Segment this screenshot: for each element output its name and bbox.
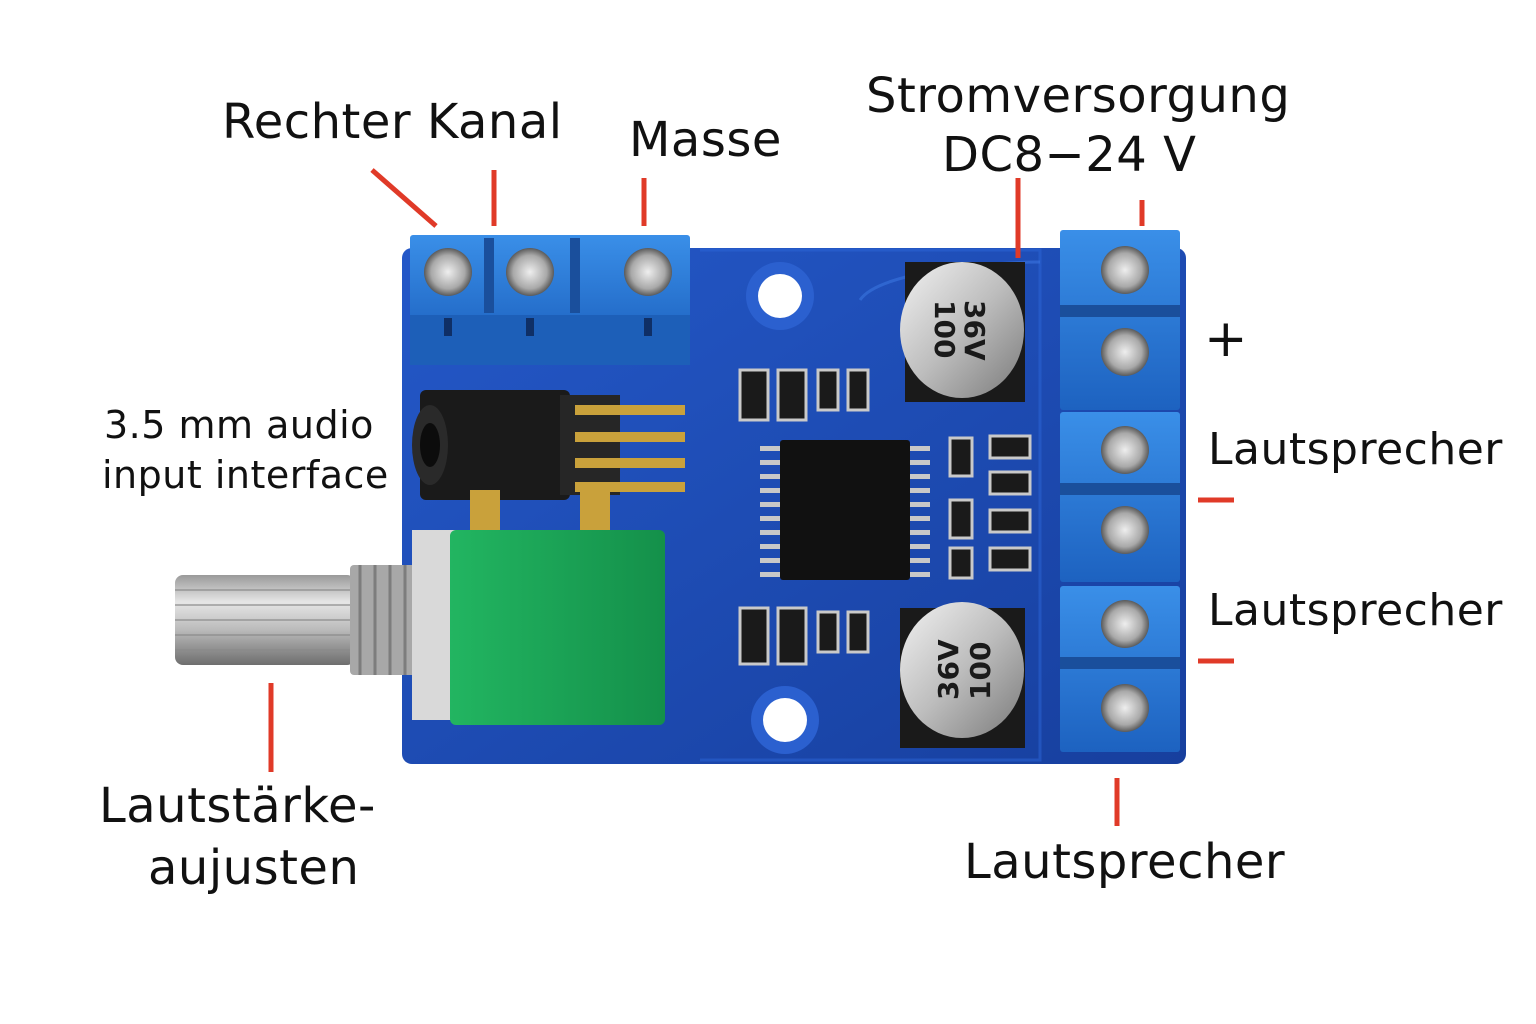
label-speaker-2: Lautsprecher xyxy=(1208,585,1503,636)
label-speaker-3: Lautsprecher xyxy=(964,834,1286,890)
label-minus-1: − xyxy=(1196,472,1230,512)
capacitor-bottom xyxy=(900,602,1025,748)
capacitor-top-value: 100 xyxy=(928,300,961,358)
label-volume-line2: aujusten xyxy=(148,840,360,896)
audio-jack xyxy=(412,390,685,530)
label-audio-line1: 3.5 mm audio xyxy=(104,403,374,447)
capacitor-top-voltage: 36V xyxy=(958,300,991,361)
output-terminal-blocks xyxy=(1060,230,1180,752)
label-speaker-1: Lautsprecher xyxy=(1208,424,1503,475)
input-terminal-block xyxy=(410,235,690,365)
smd-components xyxy=(738,368,1032,666)
label-power-line2: DC8−24 V xyxy=(942,127,1197,183)
leader-right-channel-a xyxy=(370,168,438,228)
capacitor-top xyxy=(900,262,1025,402)
label-volume-line1: Lautstärke- xyxy=(99,778,376,834)
capacitor-bottom-value: 100 xyxy=(964,642,997,700)
capacitor-bottom-voltage: 36V xyxy=(932,639,965,700)
label-right-channel: Rechter Kanal xyxy=(222,94,563,150)
volume-potentiometer xyxy=(175,530,665,725)
label-power-line1: Stromversorgung xyxy=(866,68,1291,124)
label-plus: + xyxy=(1204,309,1249,369)
label-minus-2: − xyxy=(1196,633,1230,673)
leader-lines xyxy=(268,168,1234,826)
label-audio-line2: input interface xyxy=(102,453,389,497)
amplifier-ic xyxy=(760,440,930,580)
label-ground: Masse xyxy=(629,112,782,168)
